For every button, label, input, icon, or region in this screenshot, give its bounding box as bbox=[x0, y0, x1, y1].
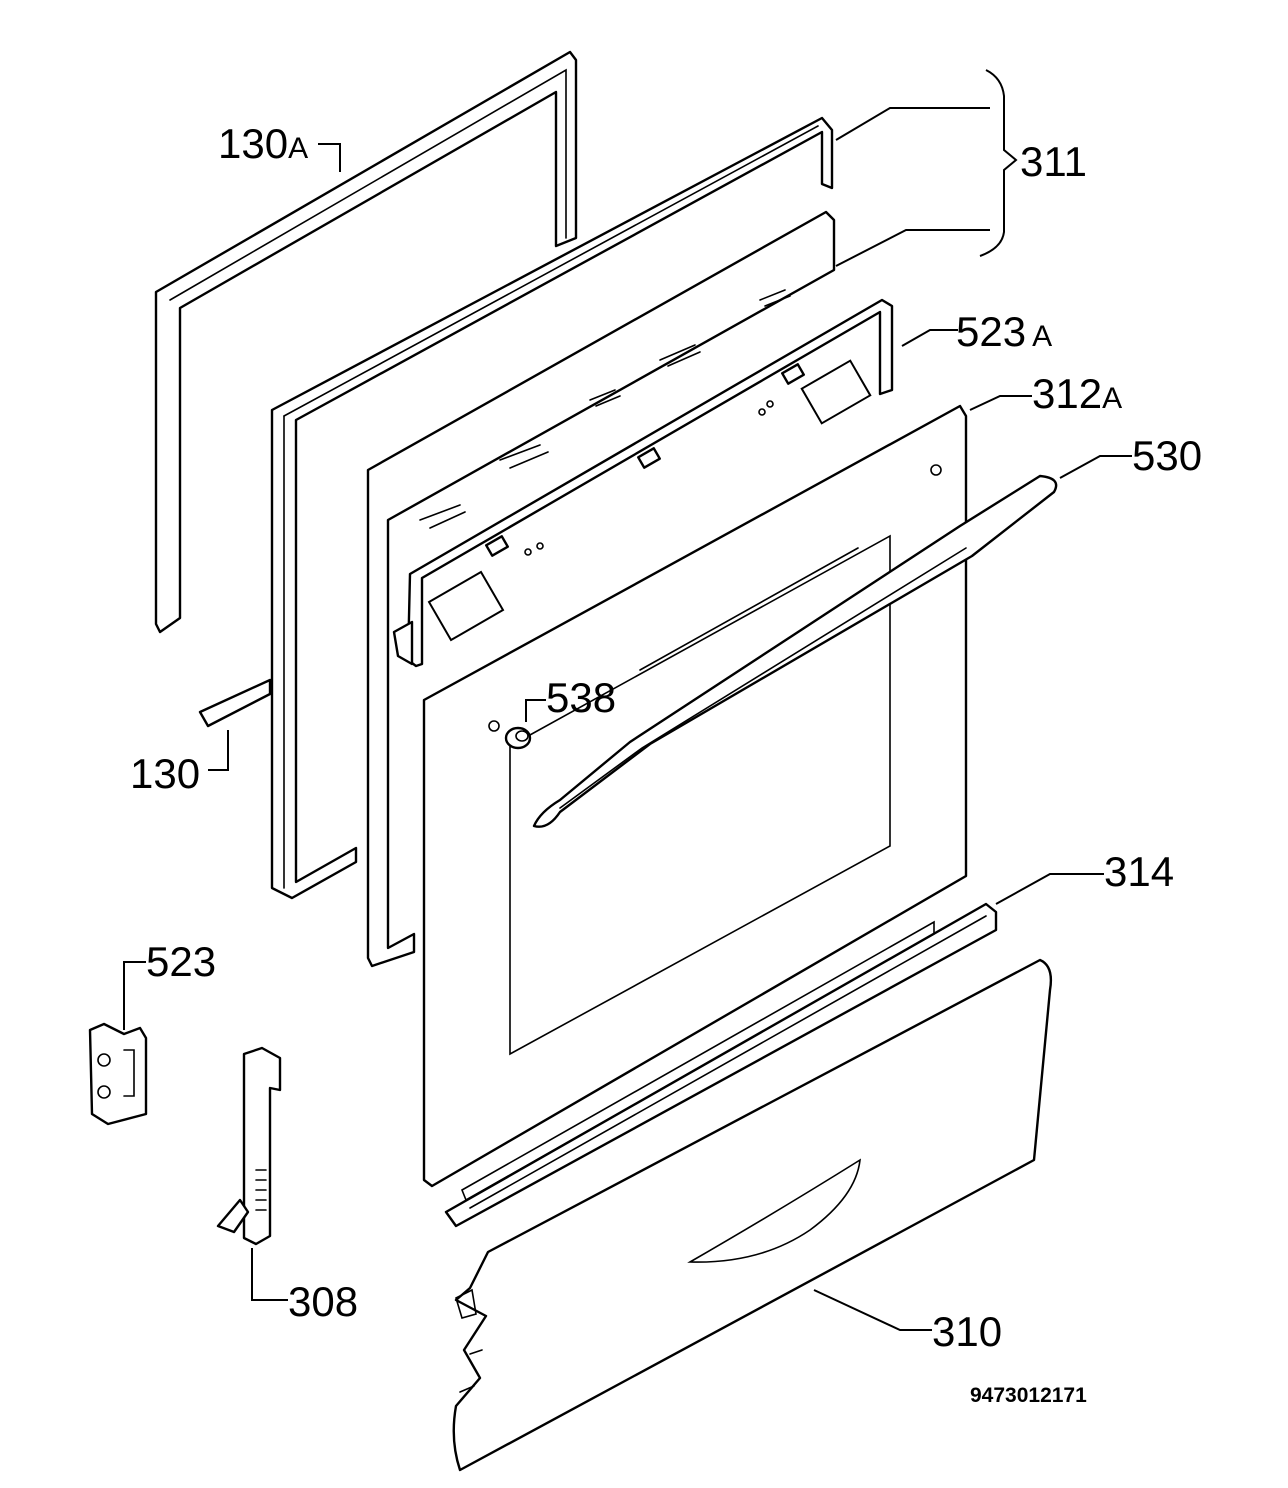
inner-panel bbox=[392, 298, 894, 668]
leader-lines bbox=[123, 69, 1132, 1331]
seal-strip bbox=[198, 678, 272, 728]
leader-130 bbox=[208, 730, 229, 771]
middle-glass-panel bbox=[366, 210, 836, 968]
outer-glass-frame bbox=[270, 116, 834, 900]
hinge bbox=[88, 1022, 148, 1126]
leader-523a bbox=[901, 329, 958, 347]
door-handle bbox=[532, 474, 1058, 828]
label-538: 538 bbox=[546, 674, 616, 721]
leader-523 bbox=[123, 961, 146, 1030]
label-312a: 312A bbox=[1032, 370, 1122, 417]
leader-311-bottom bbox=[835, 229, 990, 267]
leader-530 bbox=[1059, 455, 1132, 479]
label-311: 311 bbox=[1020, 138, 1087, 185]
leader-538 bbox=[525, 699, 546, 722]
label-314: 314 bbox=[1104, 848, 1174, 895]
leader-130a bbox=[318, 143, 341, 172]
door-seal-frame bbox=[154, 50, 578, 634]
glass-reflection-marks bbox=[419, 289, 791, 529]
label-130a: 130A bbox=[218, 120, 308, 167]
label-130: 130 bbox=[130, 750, 200, 797]
label-530: 530 bbox=[1132, 432, 1202, 479]
leader-314 bbox=[995, 873, 1104, 905]
document-code: 9473012171 bbox=[970, 1384, 1087, 1407]
label-308: 308 bbox=[288, 1278, 358, 1325]
door-panel bbox=[422, 404, 968, 1188]
leader-311-top bbox=[835, 107, 990, 141]
leader-312a bbox=[969, 395, 1032, 411]
label-310: 310 bbox=[932, 1308, 1002, 1355]
leader-308 bbox=[251, 1248, 288, 1301]
label-523: 523 bbox=[146, 938, 216, 985]
handle-screw bbox=[504, 726, 532, 750]
brace-311 bbox=[979, 69, 1018, 257]
bottom-cover bbox=[452, 958, 1053, 1472]
bottom-profile-strip bbox=[444, 902, 998, 1228]
leader-310 bbox=[813, 1289, 932, 1331]
hinge-lever bbox=[216, 1046, 282, 1246]
